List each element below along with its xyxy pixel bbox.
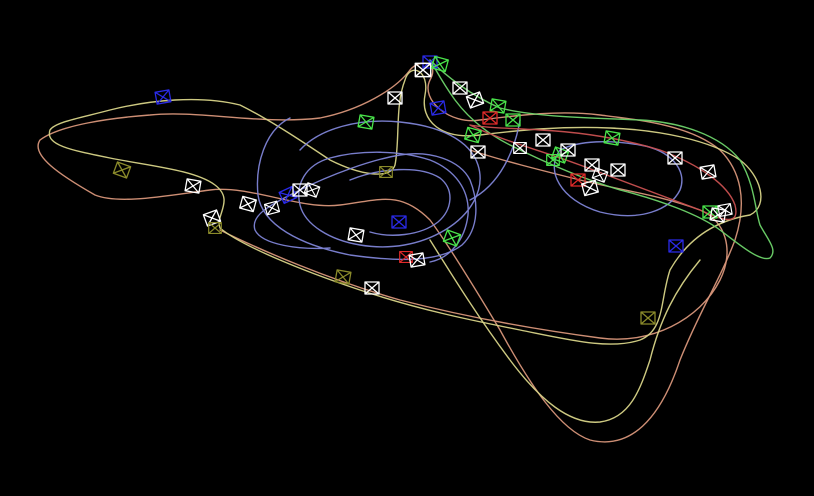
camera-frustum <box>581 179 599 197</box>
camera-frustum <box>717 203 733 217</box>
camera-frustum <box>489 98 507 114</box>
camera-frustum <box>640 311 656 325</box>
camera-frustum-layer <box>112 55 733 325</box>
camera-frustum <box>482 111 498 125</box>
camera-frustum <box>239 195 257 213</box>
camera-frustum <box>591 167 609 183</box>
camera-frustum <box>278 185 298 205</box>
camera-frustum <box>292 183 308 197</box>
trajectory-green <box>429 59 774 260</box>
camera-frustum <box>667 151 683 165</box>
camera-frustum <box>364 281 380 295</box>
camera-frustum <box>442 229 462 247</box>
camera-frustum <box>184 178 202 194</box>
camera-frustum <box>603 130 621 146</box>
camera-frustum <box>429 100 447 116</box>
trajectory-blue-loop-c <box>349 119 521 236</box>
camera-frustum <box>202 209 222 227</box>
camera-frustum <box>414 62 432 78</box>
camera-frustum <box>505 113 521 127</box>
camera-frustum <box>334 269 352 285</box>
camera-frustum <box>303 182 321 198</box>
camera-frustum <box>610 163 626 177</box>
trajectory-red <box>469 124 737 221</box>
camera-frustum <box>464 126 482 144</box>
trajectory-layer <box>37 59 774 443</box>
camera-frustum <box>112 161 132 179</box>
camera-frustum <box>208 222 222 234</box>
camera-frustum <box>535 133 551 147</box>
camera-frustum <box>465 91 485 109</box>
camera-frustum <box>470 145 486 159</box>
trajectory-blue-right <box>553 141 683 217</box>
camera-frustum <box>408 252 426 268</box>
camera-frustum <box>546 154 560 166</box>
camera-frustum <box>431 55 449 73</box>
trajectory-blue-loop-a <box>253 117 477 261</box>
trajectory-yellow <box>48 69 762 345</box>
camera-frustum <box>263 200 281 216</box>
camera-frustum <box>391 215 407 229</box>
camera-frustum <box>387 91 403 105</box>
camera-frustum <box>357 114 375 130</box>
camera-frustum <box>668 239 684 253</box>
camera-frustum <box>154 89 172 105</box>
trajectory-orange-lower <box>219 149 728 340</box>
camera-frustum <box>560 143 576 157</box>
camera-frustum <box>699 164 717 180</box>
trajectory-blue-loop-b <box>298 120 481 263</box>
camera-frustum <box>379 166 393 178</box>
camera-frustum <box>513 142 527 154</box>
camera-frustum <box>347 227 365 243</box>
camera-frustum <box>452 81 468 95</box>
trajectory-yellow-lower <box>429 239 701 423</box>
